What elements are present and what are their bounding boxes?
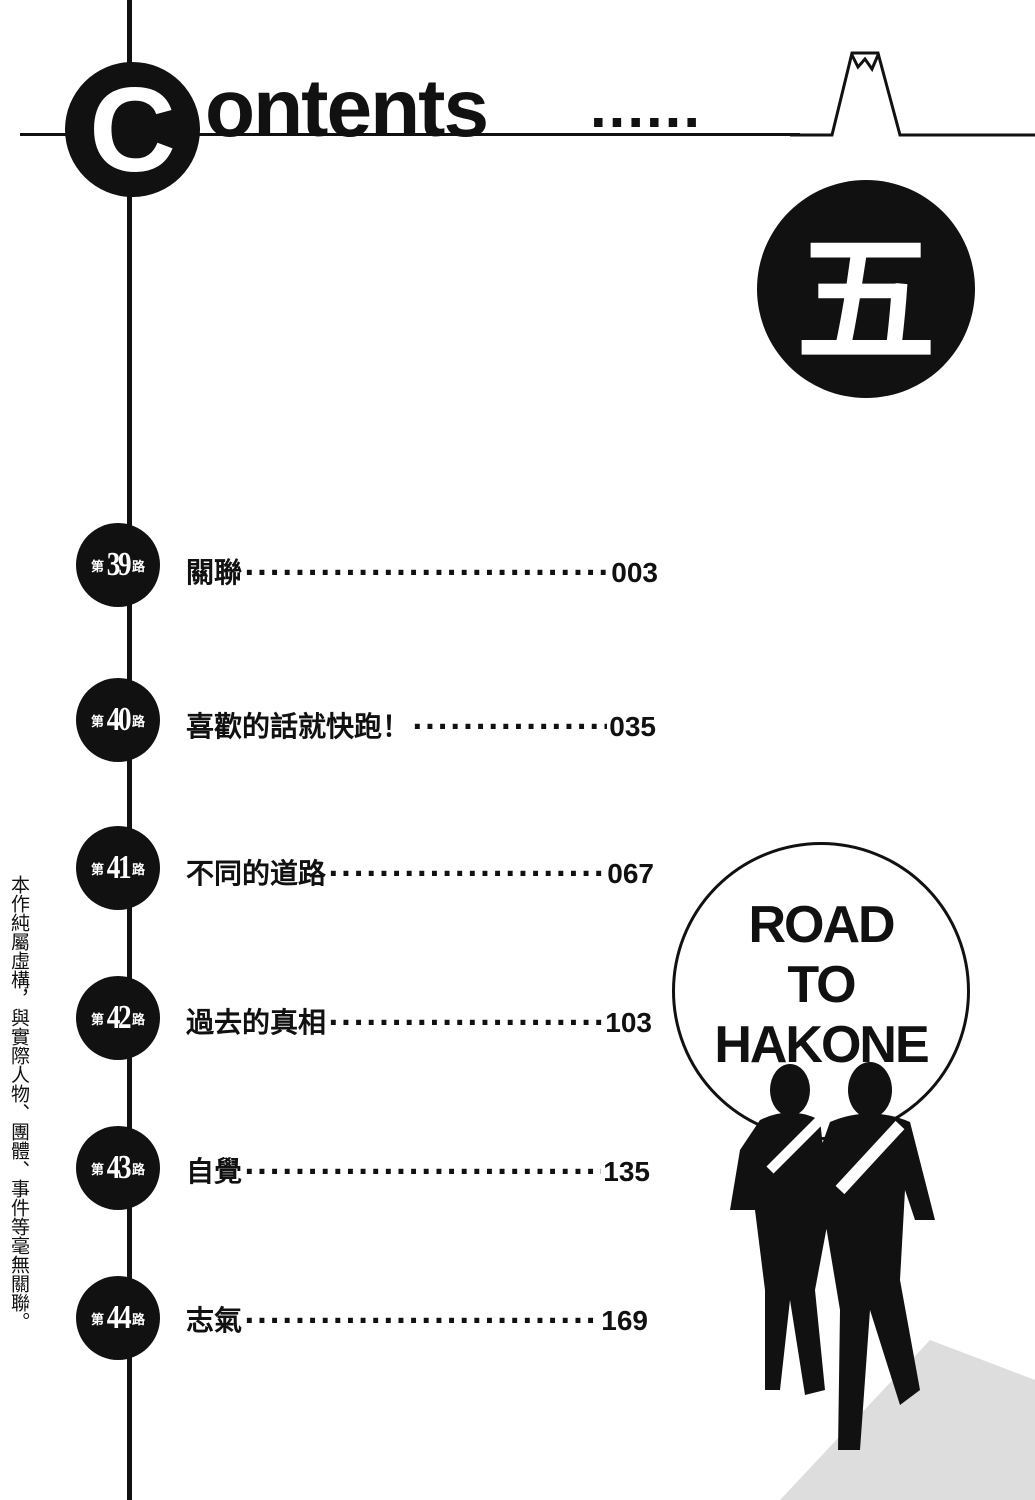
page-number: 067 [607,858,654,889]
chapter-title: 不同的道路 [186,857,327,890]
chapter-title: 自覺 [186,1155,243,1188]
chapter-prefix: 第 [90,559,104,575]
chapter-entry[interactable]: 關聯 ·····································… [186,551,658,591]
page-number: 003 [611,557,658,588]
dot-leader: ········································… [244,1304,599,1337]
title-initial-circle [65,62,200,197]
chapter-suffix: 路 [132,714,146,730]
chapter-entry[interactable]: 喜歡的話就快跑！ ·······························… [186,705,656,745]
logo-circle [672,842,970,1140]
chapter-suffix: 路 [132,559,146,575]
chapter-number: 40 [106,701,132,738]
chapter-title: 過去的真相 [186,1006,327,1039]
dot-leader: ········································… [244,1155,601,1188]
chapter-number: 39 [106,546,132,583]
chapter-entry[interactable]: 不同的道路 ··································… [186,852,654,892]
page-number: 135 [603,1156,650,1187]
chapter-prefix: 第 [90,1012,104,1028]
page-number: 169 [601,1305,648,1336]
title-dots: ...... [590,73,703,140]
logo: ROAD TO HAKONE [672,895,970,1075]
dot-leader: ········································… [328,857,606,890]
chapter-title: 志氣 [186,1304,243,1337]
page-number: 035 [609,711,656,742]
dot-leader: ········································… [328,1006,603,1039]
mount-fuji-icon [790,51,1035,137]
chapter-prefix: 第 [90,1312,104,1328]
header-rule [20,133,800,136]
volume-number: 五 [757,180,975,398]
title-initial: C [89,62,176,197]
chapter-entry[interactable]: 過去的真相 ··································… [186,1001,652,1041]
disclaimer: 本作純屬虛構，與實際人物、團體、事件等毫無關聯。 [8,875,30,1331]
chapter-number: 44 [106,1299,132,1336]
logo-line: HAKONE [714,1016,929,1074]
chapter-badge: 第 40 路 [76,678,160,762]
dot-leader: ········································… [244,556,610,589]
chapter-suffix: 路 [132,1162,146,1178]
chapter-prefix: 第 [90,1162,104,1178]
road-background [780,1340,1035,1500]
chapter-badge: 第 44 路 [76,1276,160,1360]
chapter-title: 關聯 [186,556,243,589]
dot-leader: ········································… [412,710,607,743]
chapter-number: 41 [106,849,132,886]
chapter-number: 42 [106,999,132,1036]
chapter-entry[interactable]: 志氣 ·····································… [186,1299,648,1339]
chapter-entry[interactable]: 自覺 ·····································… [186,1150,650,1190]
chapter-number: 43 [106,1149,132,1186]
chapter-badge: 第 39 路 [76,523,160,607]
runners-illustration [730,1062,935,1450]
logo-line: ROAD [748,896,895,954]
page-number: 103 [605,1007,652,1038]
chapter-suffix: 路 [132,1312,146,1328]
chapter-suffix: 路 [132,1012,146,1028]
chapter-badge: 第 41 路 [76,826,160,910]
chapter-prefix: 第 [90,714,104,730]
chapter-title: 喜歡的話就快跑！ [186,710,411,743]
page-title: ontents [205,63,489,154]
chapter-suffix: 路 [132,862,146,878]
chapter-badge: 第 43 路 [76,1126,160,1210]
chapter-prefix: 第 [90,862,104,878]
chapter-badge: 第 42 路 [76,976,160,1060]
logo-line: TO [787,956,856,1014]
